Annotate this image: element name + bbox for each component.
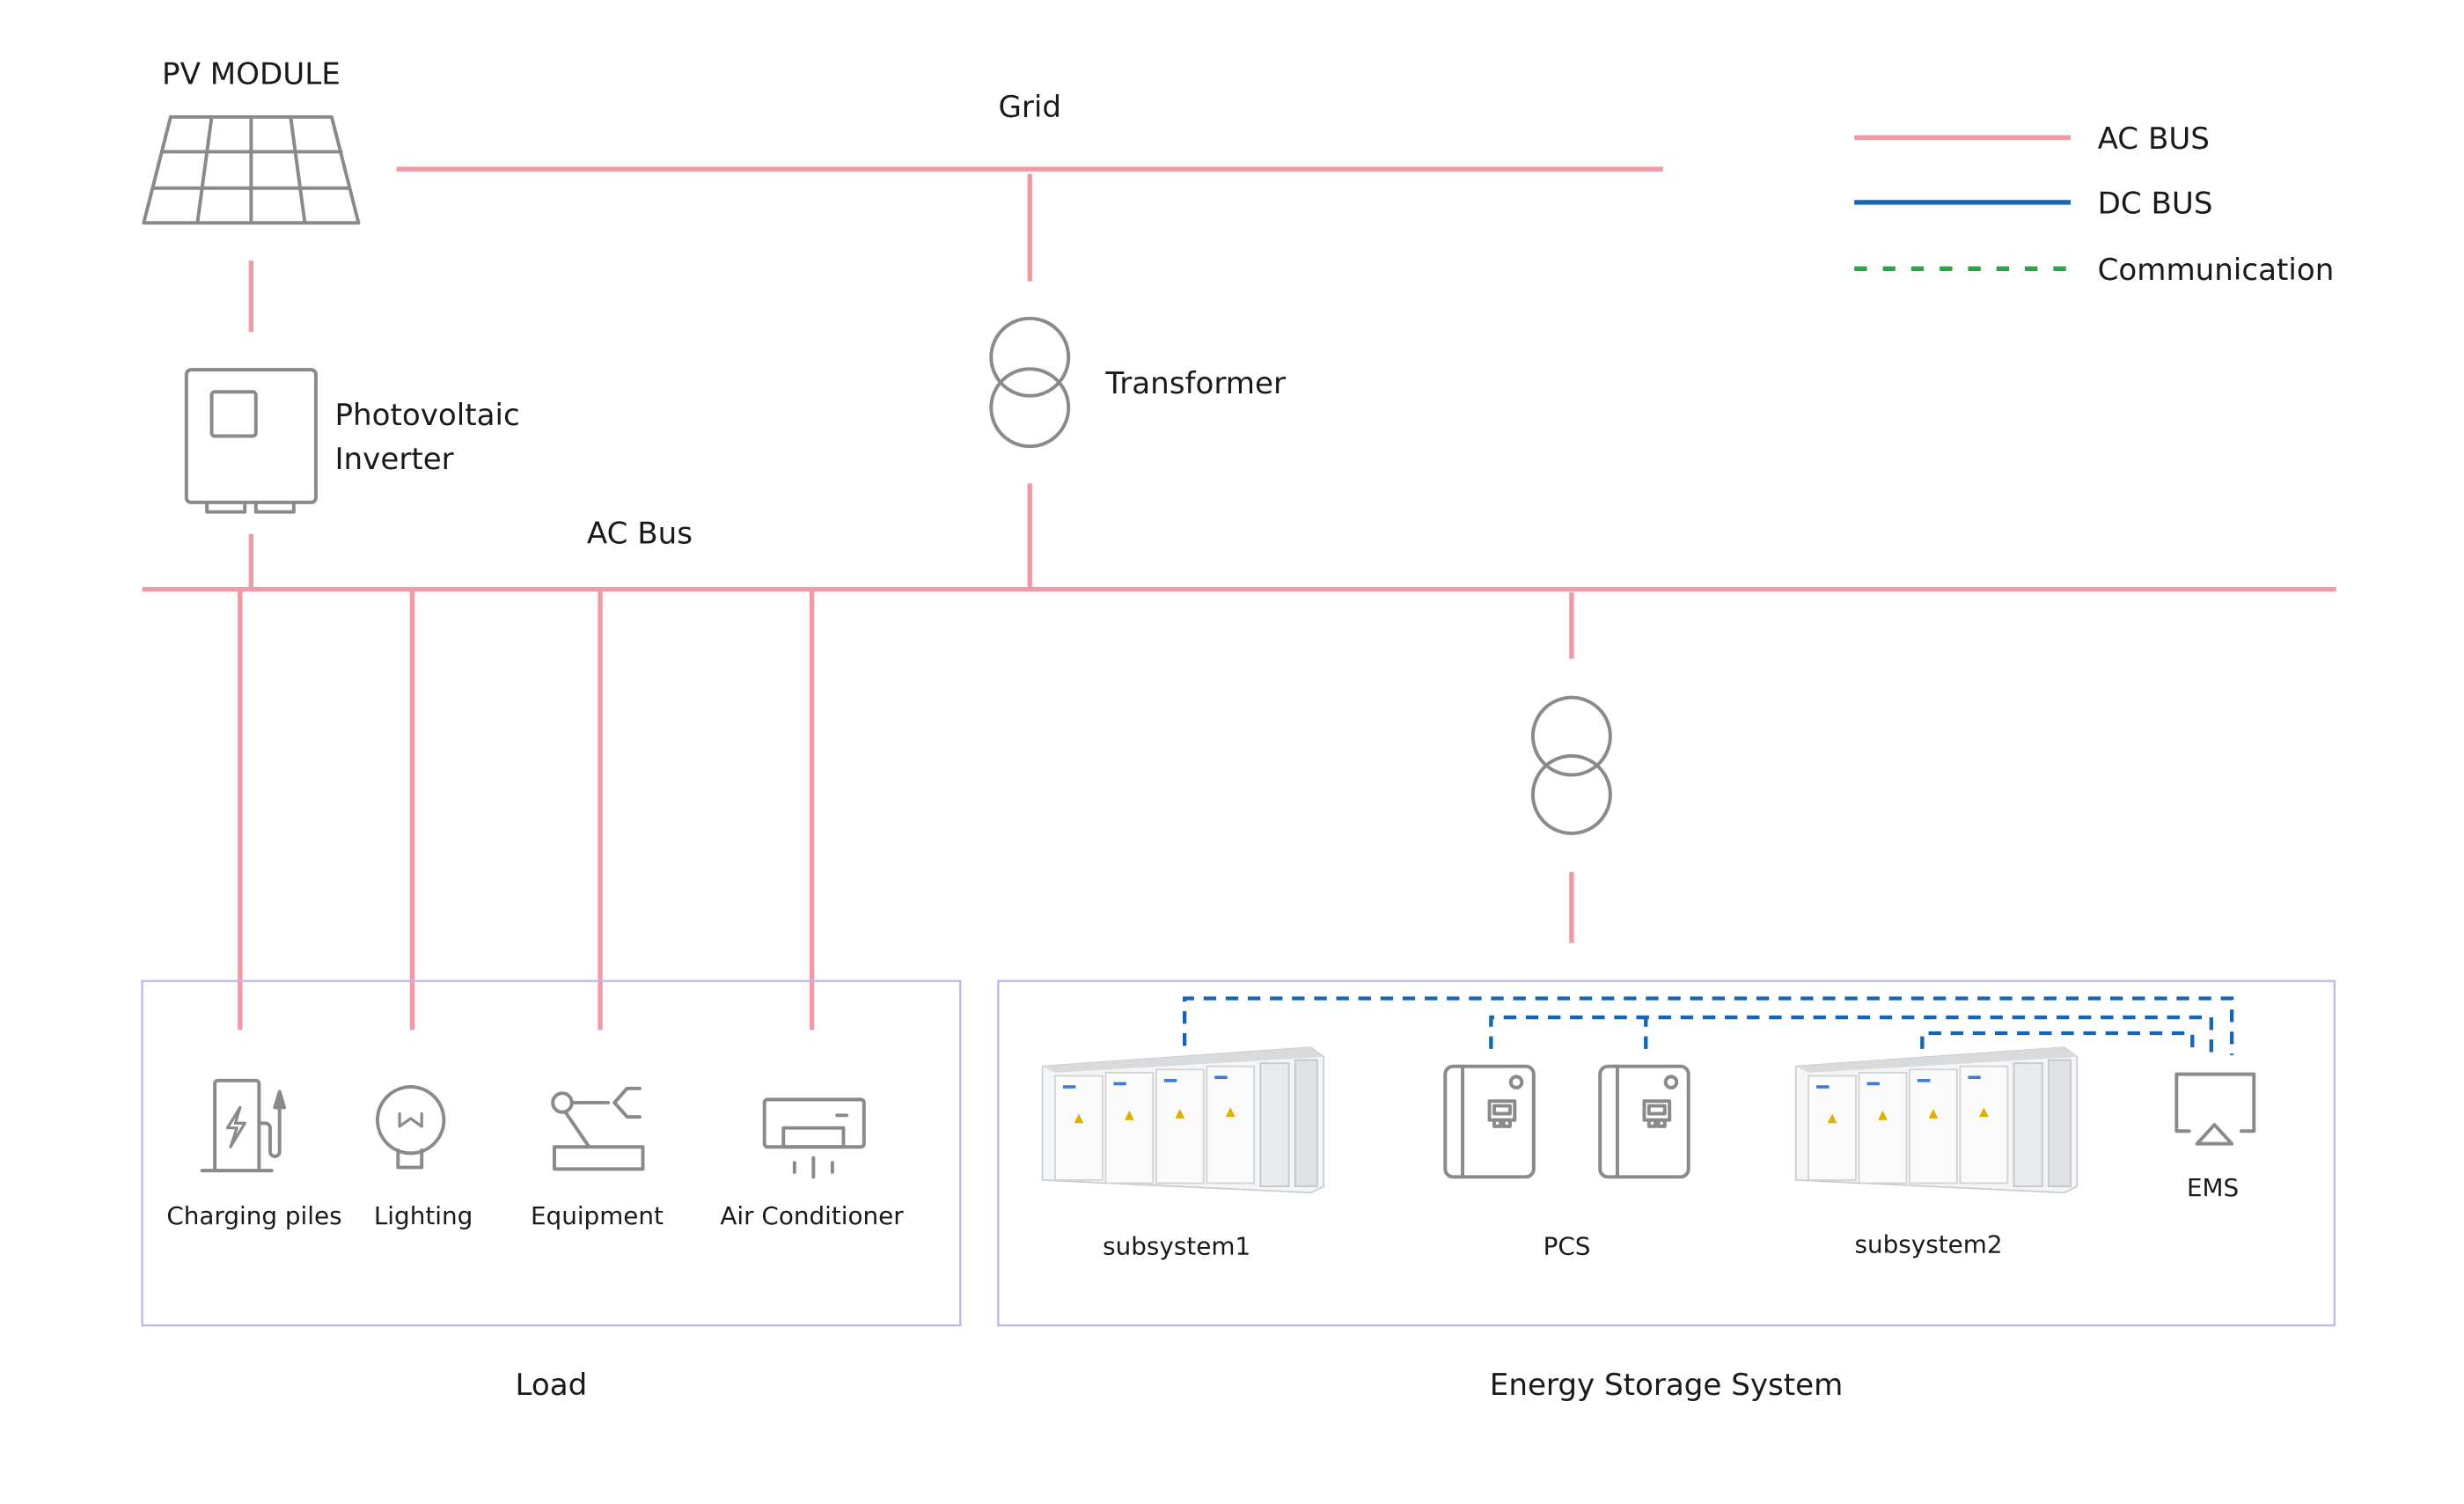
solar-panel-icon xyxy=(142,114,361,225)
legend-comm-label: Communication xyxy=(2098,253,2335,288)
transformer-label: Transformer xyxy=(1104,366,1287,401)
load-title: Load xyxy=(516,1368,588,1403)
load-item-label: Charging piles xyxy=(166,1201,341,1230)
subsystem1-cabinet xyxy=(1041,1046,1324,1194)
subsystem2-cabinet xyxy=(1794,1046,2079,1194)
ems-icon xyxy=(2174,1072,2256,1146)
load-item-label: Lighting xyxy=(374,1201,473,1230)
pcs-label: PCS xyxy=(1544,1231,1591,1260)
pcs-unit-icon xyxy=(1598,1064,1690,1179)
load-item-label: Air Conditioner xyxy=(720,1201,904,1230)
pv-inverter-label-1: Photovoltaic xyxy=(335,398,520,433)
ess-group xyxy=(997,979,2336,1327)
legend-ac-label: AC BUS xyxy=(2098,121,2210,157)
legend-dc-label: DC BUS xyxy=(2098,186,2213,221)
ess-title: Energy Storage System xyxy=(1490,1368,1844,1403)
grid-label: Grid xyxy=(998,90,1061,125)
ems-label: EMS xyxy=(2187,1173,2239,1202)
light-bulb-icon xyxy=(376,1085,446,1170)
subsystem2-label: subsystem2 xyxy=(1855,1229,2003,1258)
pcs-unit-icon xyxy=(1443,1064,1536,1179)
pv-module-label: PV MODULE xyxy=(162,56,341,92)
ac-bus-label: AC Bus xyxy=(587,517,693,552)
subsystem1-label: subsystem1 xyxy=(1103,1231,1250,1260)
inverter-icon xyxy=(184,368,318,514)
comm-line xyxy=(1183,996,2234,1056)
comm-line xyxy=(1920,1031,2195,1056)
transformer-icon xyxy=(989,316,1071,449)
charging-pile-icon xyxy=(200,1078,287,1173)
robot-arm-icon xyxy=(551,1086,645,1171)
pv-inverter-label-2: Inverter xyxy=(335,442,455,477)
legend: AC BUS DC BUS Communication xyxy=(1854,121,2334,288)
ess-transformer-icon xyxy=(1530,695,1612,835)
load-group xyxy=(141,979,962,1327)
air-conditioner-icon xyxy=(762,1097,866,1179)
comm-line xyxy=(1489,1015,2213,1056)
load-item-label: Equipment xyxy=(531,1201,664,1230)
